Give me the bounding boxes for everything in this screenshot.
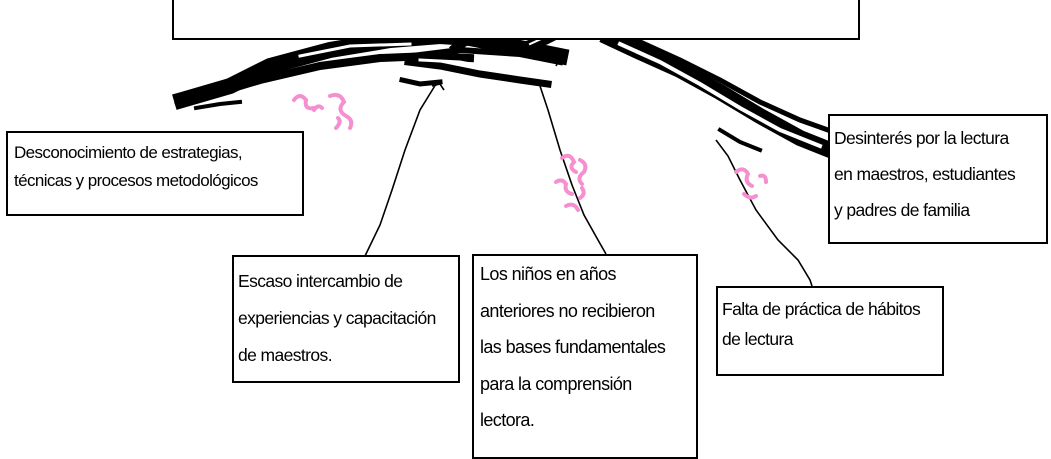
cause-box-desinteres: Desinterés por la lectura en maestros, e…: [828, 114, 1048, 244]
cause-text-ninos: Los niños en años anteriores no recibier…: [480, 256, 694, 439]
cause-box-estrategias: Desconocimiento de estrategias, técnicas…: [6, 131, 304, 216]
cause-box-practica: Falta de práctica de hábitos de lectura: [716, 286, 944, 376]
pink-marks: [294, 95, 766, 210]
top-problem-box: [172, 0, 860, 40]
cause-text-practica: Falta de práctica de hábitos de lectura: [722, 294, 940, 354]
cause-text-estrategias: Desconocimiento de estrategias, técnicas…: [14, 139, 298, 195]
cause-text-desinteres: Desinterés por la lectura en maestros, e…: [834, 120, 1044, 228]
cause-text-intercambio: Escaso intercambio de experiencias y cap…: [238, 263, 456, 374]
cause-box-ninos: Los niños en años anteriores no recibier…: [472, 254, 698, 459]
cause-box-intercambio: Escaso intercambio de experiencias y cap…: [232, 255, 460, 383]
right-root: [610, 38, 830, 150]
